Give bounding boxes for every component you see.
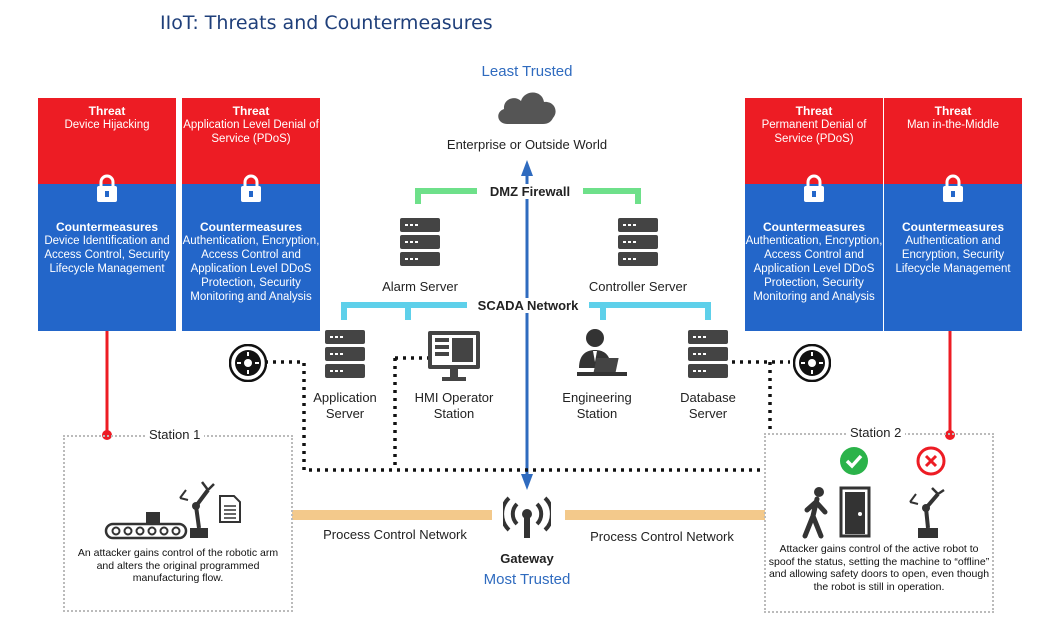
countermeasure-panel: Countermeasures Authentication and Encry…: [884, 174, 1022, 331]
cloud-label: Enterprise or Outside World: [446, 137, 608, 152]
countermeasure-panel: Countermeasures Authentication, Encrypti…: [182, 174, 320, 331]
threat-card-man-in-the-middle: Threat Man in-the-Middle Countermeasures…: [884, 98, 1022, 331]
countermeasure-panel: Countermeasures Authentication, Encrypti…: [745, 174, 883, 331]
trust-arrow-down: [521, 474, 533, 490]
alarm-server-icon: [400, 218, 440, 266]
countermeasure-text: Authentication, Encryption, Access Contr…: [745, 235, 883, 303]
hmi-station-label: HMI Operator Station: [414, 390, 494, 421]
lock-icon: [97, 174, 117, 202]
dmz-bracket-left: [415, 188, 490, 204]
door-icon: [839, 486, 871, 538]
countermeasure-title: Countermeasures: [762, 220, 866, 234]
gateway-label: Gateway: [500, 551, 554, 566]
process-network-left-label: Process Control Network: [323, 527, 467, 542]
least-trusted-label: Least Trusted: [481, 63, 573, 80]
threat-panel: Threat Man in-the-Middle: [884, 98, 1022, 184]
database-server-icon: [688, 330, 728, 378]
check-icon: [840, 447, 868, 475]
lock-icon: [943, 174, 963, 202]
process-network-right-label: Process Control Network: [590, 529, 734, 544]
station-1-note: An attacker gains control of the robotic…: [77, 547, 279, 584]
threat-panel: Threat Permanent Denial of Service (PDoS…: [745, 98, 883, 184]
threat-card-permanent-dos: Threat Permanent Denial of Service (PDoS…: [745, 98, 883, 331]
process-network-right-bar: [565, 510, 765, 520]
countermeasure-title: Countermeasures: [55, 220, 159, 234]
threat-title: Threat: [88, 104, 126, 118]
engineer-icon: [577, 329, 627, 376]
countermeasure-title: Countermeasures: [199, 220, 303, 234]
threat-panel: Threat Application Level Denial of Servi…: [182, 98, 320, 184]
wifi-gateway-icon: [503, 496, 551, 538]
process-network-left-bar: [292, 510, 492, 520]
dmz-bracket-right: [570, 188, 641, 204]
threat-card-application-dos: Threat Application Level Denial of Servi…: [182, 98, 320, 331]
gear-icon: [793, 344, 831, 382]
station-1-title: Station 1: [145, 427, 205, 442]
threat-text: Man in-the-Middle: [906, 119, 1000, 131]
most-trusted-label: Most Trusted: [483, 571, 571, 588]
countermeasure-text: Authentication and Encryption, Security …: [895, 235, 1011, 275]
database-server-label: Database Server: [680, 390, 736, 421]
lock-icon: [241, 174, 261, 202]
application-server-label: Application Server: [313, 390, 377, 421]
robot-arm-icon: [179, 481, 215, 538]
robot-arm-icon: [909, 487, 945, 538]
cloud-icon: [498, 92, 556, 124]
controller-server-icon: [618, 218, 658, 266]
alarm-server-label: Alarm Server: [382, 279, 458, 294]
threat-card-device-hijacking: Threat Device Hijacking Countermeasures …: [38, 98, 176, 331]
conveyor-icon: [104, 481, 241, 540]
monitor-icon: [428, 331, 480, 381]
controller-server-label: Controller Server: [588, 279, 688, 294]
countermeasure-text: Device Identification and Access Control…: [44, 235, 170, 275]
countermeasure-panel: Countermeasures Device Identification an…: [38, 174, 176, 331]
threat-text: Device Hijacking: [64, 119, 150, 131]
cross-icon: [916, 446, 946, 476]
countermeasure-text: Authentication, Encryption, Access Contr…: [182, 235, 320, 303]
dmz-firewall-label: DMZ Firewall: [477, 184, 583, 199]
walking-person-icon: [802, 487, 828, 539]
scada-network-label: SCADA Network: [467, 298, 589, 313]
application-server-icon: [325, 330, 365, 378]
engineering-station-label: Engineering Station: [562, 390, 632, 421]
countermeasure-title: Countermeasures: [901, 220, 1005, 234]
scada-bracket-left: [341, 302, 470, 320]
threat-text: Permanent Denial of Service (PDoS): [761, 119, 867, 145]
page-title: IIoT: Threats and Countermeasures: [160, 12, 493, 34]
trust-arrow-up: [521, 160, 533, 176]
threat-title: Threat: [795, 104, 833, 118]
threat-panel: Threat Device Hijacking: [38, 98, 176, 184]
lock-icon: [804, 174, 824, 202]
station-2-note: Attacker gains control of the active rob…: [768, 543, 990, 593]
threat-text: Application Level Denial of Service (PDo…: [183, 119, 319, 145]
scada-bracket-right: [585, 302, 711, 320]
threat-title: Threat: [934, 104, 972, 118]
gear-icon: [229, 344, 267, 382]
document-icon: [219, 495, 241, 523]
station-2-title: Station 2: [846, 425, 906, 440]
threat-title: Threat: [232, 104, 270, 118]
